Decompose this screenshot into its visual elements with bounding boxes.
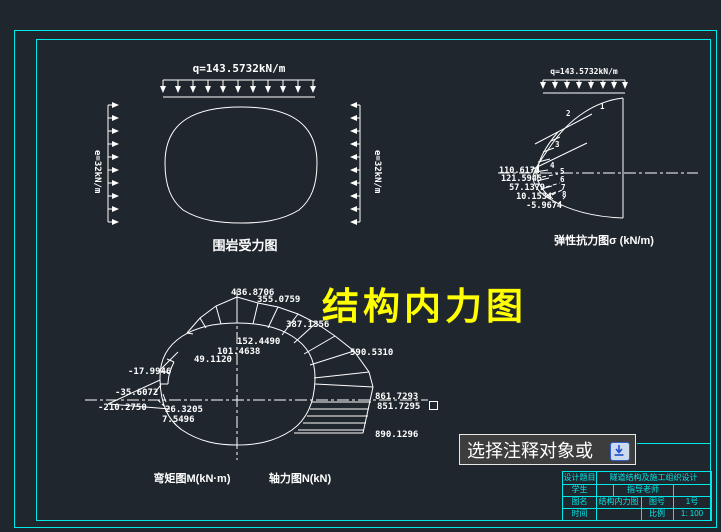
rock-load-diagram[interactable]: q=143.5732kN/m e=32kN/m: [85, 58, 415, 258]
resistance-hatch: [530, 113, 593, 197]
svg-text:890.1296: 890.1296: [375, 430, 418, 440]
svg-text:6: 6: [560, 175, 565, 184]
negative-moment-region: [107, 358, 175, 410]
svg-text:5: 5: [560, 167, 565, 176]
elastic-resistance-diagram[interactable]: q=143.5732kN/m: [490, 60, 712, 255]
resistance-values: 110.6174 121.5945 57.1379 10.1534 -5.967…: [499, 166, 562, 211]
svg-text:-5.9674: -5.9674: [526, 201, 562, 211]
down-arrow-key-icon: [610, 442, 630, 461]
svg-text:-35.6072: -35.6072: [115, 388, 158, 398]
right-side-load: [350, 102, 361, 225]
tb-date-label: 时间: [571, 509, 588, 518]
svg-text:10.1534: 10.1534: [516, 192, 552, 202]
tb-scale-value: 1: 100: [680, 509, 704, 518]
inner-border-frame: [36, 39, 711, 521]
node-numbers: 1 2 3 4 5 6 7 8: [550, 102, 605, 199]
top-load-label: q=143.5732kN/m: [550, 67, 618, 76]
page-title: 结构内力图: [322, 286, 527, 327]
svg-text:851.7295: 851.7295: [377, 402, 420, 412]
top-distributed-load: [160, 79, 316, 98]
svg-text:355.0759: 355.0759: [257, 295, 300, 305]
tunnel-outline[interactable]: [164, 106, 318, 224]
internal-force-diagram[interactable]: 436.8706 355.0759 387.1356 590.5310 861.…: [60, 282, 430, 487]
elastic-diagram-caption: 弹性抗力图σ (kN/m): [554, 233, 654, 247]
dynamic-input-prompt[interactable]: 选择注释对象或: [459, 434, 636, 465]
svg-text:590.5310: 590.5310: [350, 348, 393, 358]
svg-text:4: 4: [550, 161, 555, 170]
resistance-envelope: [536, 131, 559, 200]
svg-text:7: 7: [561, 183, 566, 192]
svg-text:101.4638: 101.4638: [217, 347, 260, 357]
tb-design-topic-value: 隧道结构及施工组织设计: [609, 473, 698, 482]
top-distributed-load: [540, 79, 628, 94]
tb-drawing-no-value: 1号: [685, 497, 699, 506]
tb-drawing-name-value: 结构内力图: [598, 497, 639, 506]
svg-text:7.5496: 7.5496: [162, 415, 195, 425]
moment-envelope: [186, 296, 374, 388]
label-leaders: [154, 351, 179, 407]
axial-caption: 轴力图N(kN): [269, 471, 332, 485]
svg-text:1: 1: [600, 102, 605, 111]
svg-text:26.3205: 26.3205: [165, 405, 203, 415]
tb-design-topic-label: 设计题目: [563, 473, 596, 482]
svg-text:-210.2750: -210.2750: [98, 403, 147, 413]
svg-text:-17.9946: -17.9946: [128, 367, 171, 377]
tb-drawing-name-label: 图名: [571, 497, 588, 506]
svg-text:387.1356: 387.1356: [286, 320, 329, 330]
tb-advisor-label: 指导老师: [627, 485, 659, 494]
force-values: 436.8706 355.0759 387.1356 590.5310 861.…: [98, 288, 420, 440]
moment-caption: 弯矩图M(kN·m): [154, 471, 231, 485]
tb-drawing-no-label: 图号: [649, 497, 665, 506]
svg-text:2: 2: [566, 109, 571, 118]
prompt-text[interactable]: 选择注释对象或: [467, 441, 593, 461]
svg-text:121.5945: 121.5945: [501, 174, 542, 184]
svg-text:110.6174: 110.6174: [499, 166, 540, 176]
svg-text:8: 8: [562, 190, 567, 199]
right-load-label: e=32kN/m: [372, 150, 382, 194]
outer-border-frame: [14, 30, 717, 528]
svg-text:3: 3: [555, 140, 560, 149]
svg-text:861.7293: 861.7293: [375, 392, 418, 402]
svg-text:152.4490: 152.4490: [237, 337, 280, 347]
tb-student-label: 学生: [571, 485, 588, 494]
axial-force-block: [294, 386, 374, 434]
left-load-label: e=32kN/m: [92, 150, 102, 194]
top-load-label: q=143.5732kN/m: [193, 62, 286, 75]
title-block: 设计题目 隧道结构及施工组织设计 学生 指导老师 图名 结构内力图 图号 1号 …: [562, 471, 712, 521]
value-leaders: [541, 173, 566, 205]
cursor-pickbox[interactable]: [429, 401, 438, 410]
svg-text:57.1379: 57.1379: [509, 183, 545, 193]
left-side-load: [107, 102, 119, 225]
tb-scale-label: 比例: [649, 509, 665, 518]
tunnel-outline[interactable]: [159, 322, 316, 446]
svg-text:49.1120: 49.1120: [194, 355, 232, 365]
titleblock-top-line: [637, 443, 710, 444]
svg-text:436.8706: 436.8706: [231, 288, 274, 298]
rock-diagram-caption: 围岩受力图: [212, 238, 277, 253]
tunnel-half-outline[interactable]: [532, 97, 624, 219]
